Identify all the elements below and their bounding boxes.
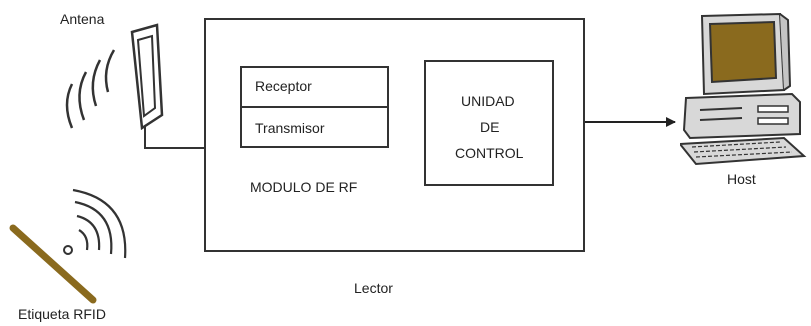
rf-module-label: MODULO DE RF — [250, 179, 358, 195]
antenna-icon — [65, 23, 164, 131]
rfid-tag-icon — [9, 188, 127, 304]
control-unit-line1: UNIDAD — [461, 93, 515, 109]
tag-label: Etiqueta RFID — [18, 306, 106, 322]
desktop-computer-icon — [680, 12, 807, 166]
antenna-label: Antena — [60, 11, 105, 27]
antenna-to-reader-line — [144, 120, 205, 149]
host-label: Host — [727, 171, 756, 187]
receiver-label: Receptor — [255, 78, 312, 94]
rf-module-divider — [242, 106, 387, 108]
control-unit-line3: CONTROL — [455, 145, 524, 161]
reader-label: Lector — [354, 280, 393, 296]
control-unit-line2: DE — [480, 119, 500, 135]
transmitter-label: Transmisor — [255, 120, 325, 136]
control-unit-box — [424, 60, 554, 186]
rf-module-box — [240, 66, 389, 148]
